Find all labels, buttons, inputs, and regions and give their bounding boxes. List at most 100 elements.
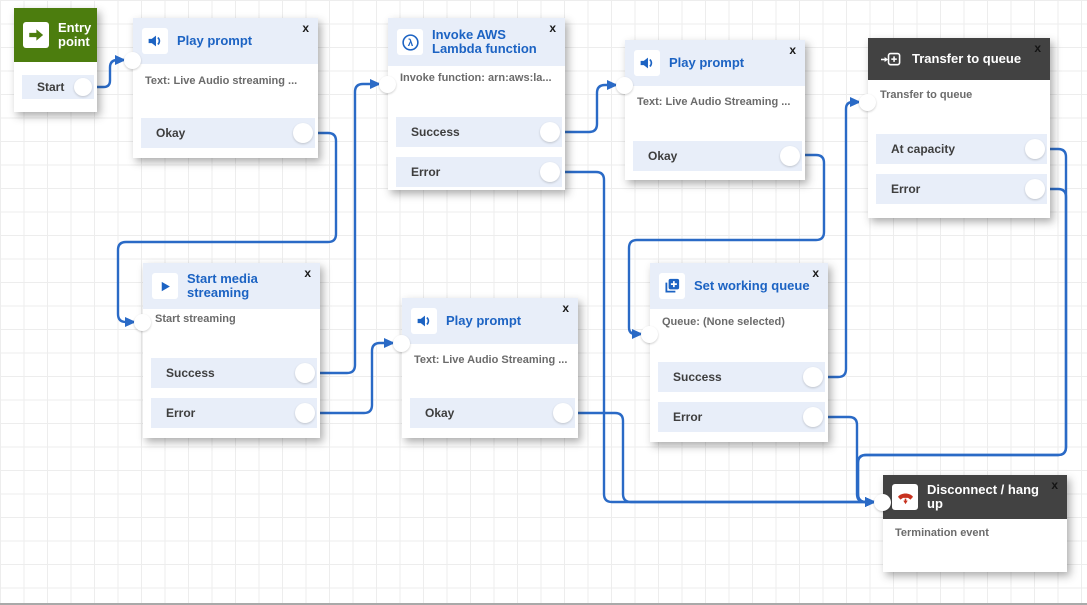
- output-connector[interactable]: [803, 407, 823, 427]
- output-label: Error: [891, 182, 921, 196]
- input-connector: [641, 326, 658, 343]
- node-body-text: Text: Live Audio Streaming ...: [414, 354, 568, 366]
- canvas-bottom-edge: [0, 603, 1087, 605]
- transfer-queue-icon: [877, 48, 903, 70]
- input-connector: [134, 314, 151, 331]
- output-row[interactable]: Error: [396, 157, 562, 187]
- close-icon[interactable]: x: [1051, 478, 1058, 492]
- entry-arrow-icon: [23, 22, 49, 48]
- close-icon[interactable]: x: [302, 21, 309, 35]
- output-label: Start: [37, 80, 65, 94]
- output-row[interactable]: Success: [151, 358, 317, 388]
- node-title: Transfer to queue: [912, 51, 1022, 66]
- connector-edge-play-prompt-1-start-media-streaming: [116, 131, 338, 327]
- node-title: Play prompt: [446, 313, 522, 328]
- output-connector[interactable]: [1025, 179, 1045, 199]
- output-label: Error: [673, 410, 703, 424]
- node-title: Play prompt: [177, 33, 253, 48]
- output-connector[interactable]: [295, 403, 315, 423]
- output-row[interactable]: Error: [151, 398, 317, 428]
- output-row[interactable]: Success: [396, 117, 562, 147]
- input-connector: [379, 76, 396, 93]
- output-row[interactable]: Success: [658, 362, 825, 392]
- output-row[interactable]: Start: [22, 75, 94, 99]
- output-row[interactable]: Error: [658, 402, 825, 432]
- input-connector: [393, 335, 410, 352]
- node-title: Set working queue: [694, 278, 810, 293]
- output-label: Success: [673, 370, 722, 384]
- node-title: Invoke AWS Lambda function: [432, 27, 537, 56]
- close-icon[interactable]: x: [304, 266, 311, 280]
- output-connector[interactable]: [553, 403, 573, 423]
- hangup-phone-icon: [892, 484, 918, 510]
- output-row[interactable]: Okay: [141, 118, 315, 148]
- node-header[interactable]: Play prompt x: [625, 40, 805, 86]
- output-row[interactable]: Okay: [410, 398, 575, 428]
- node-body-text: Invoke function: arn:aws:la...: [400, 72, 552, 84]
- output-label: Success: [411, 125, 460, 139]
- connector-edge-start-media-streaming-invoke-lambda: [320, 79, 381, 375]
- connector-edge-set-working-queue-disconnect: [828, 415, 876, 507]
- output-label: Error: [166, 406, 196, 420]
- add-queue-icon: [659, 273, 685, 299]
- speaker-icon: [142, 28, 168, 54]
- output-row[interactable]: Okay: [633, 141, 802, 171]
- output-label: At capacity: [891, 142, 956, 156]
- node-body-text: Queue: (None selected): [662, 316, 785, 328]
- output-connector[interactable]: [1025, 139, 1045, 159]
- node-title: Play prompt: [669, 55, 745, 70]
- connector-edge-invoke-lambda-play-prompt-3: [565, 80, 618, 134]
- node-header[interactable]: λ Invoke AWS Lambda function x: [388, 18, 565, 66]
- play-icon: [152, 273, 178, 299]
- node-header[interactable]: Transfer to queue x: [868, 38, 1050, 80]
- output-connector[interactable]: [74, 78, 92, 96]
- output-connector[interactable]: [540, 122, 560, 142]
- connector-edge-start-media-streaming-play-prompt-2: [320, 338, 395, 415]
- output-connector[interactable]: [803, 367, 823, 387]
- node-header[interactable]: Entry point: [14, 8, 97, 62]
- output-label: Success: [166, 366, 215, 380]
- node-header[interactable]: Play prompt x: [402, 298, 578, 344]
- connector-edge-set-working-queue-transfer-to-queue: [828, 97, 861, 379]
- output-connector[interactable]: [780, 146, 800, 166]
- close-icon[interactable]: x: [1034, 41, 1041, 55]
- connector-edge-play-prompt-3-set-working-queue: [627, 153, 826, 339]
- node-body-text: Start streaming: [155, 313, 236, 325]
- output-row[interactable]: At capacity: [876, 134, 1047, 164]
- svg-text:λ: λ: [407, 37, 413, 48]
- connector-edge-play-prompt-2-disconnect: [578, 411, 876, 507]
- node-header[interactable]: Play prompt x: [133, 18, 318, 64]
- speaker-icon: [411, 308, 437, 334]
- close-icon[interactable]: x: [549, 21, 556, 35]
- node-body-text: Text: Live Audio Streaming ...: [637, 96, 791, 108]
- close-icon[interactable]: x: [789, 43, 796, 57]
- output-label: Okay: [156, 126, 186, 140]
- output-row[interactable]: Error: [876, 174, 1047, 204]
- node-body-text: Text: Live Audio streaming ...: [145, 75, 298, 87]
- output-label: Okay: [425, 406, 455, 420]
- output-label: Okay: [648, 149, 678, 163]
- output-connector[interactable]: [540, 162, 560, 182]
- node-body-text: Termination event: [895, 527, 989, 539]
- close-icon[interactable]: x: [562, 301, 569, 315]
- input-connector: [874, 494, 891, 511]
- output-connector[interactable]: [295, 363, 315, 383]
- connector-edge-invoke-lambda-disconnect: [565, 170, 876, 507]
- connector-edge-transfer-to-queue-disconnect: [856, 187, 1068, 507]
- close-icon[interactable]: x: [812, 266, 819, 280]
- input-connector: [859, 94, 876, 111]
- output-connector[interactable]: [293, 123, 313, 143]
